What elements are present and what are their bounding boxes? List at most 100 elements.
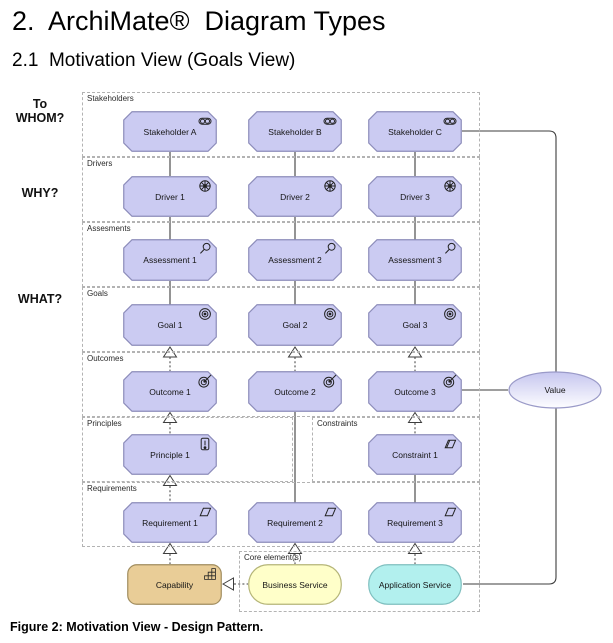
group-stakeholders: Stakeholders	[82, 92, 480, 157]
node-shape	[123, 304, 217, 346]
bullseye-icon	[323, 307, 337, 321]
subsection-heading: 2.1 Motivation View (Goals View)	[12, 50, 296, 71]
node-label: Value	[544, 385, 566, 395]
group-label: Core element(s)	[244, 553, 302, 562]
group-label: Drivers	[87, 159, 113, 168]
group-label: Constraints	[317, 419, 358, 428]
capability-blocks-icon	[203, 567, 217, 581]
group-label: Stakeholders	[87, 94, 134, 103]
target-arrow-icon	[198, 374, 212, 388]
node-shape	[368, 176, 462, 217]
node-label: Assessment 1	[143, 255, 197, 265]
bullseye-icon	[443, 307, 457, 321]
question-label-line: To	[32, 97, 48, 111]
node-label: Stakeholder A	[143, 126, 197, 137]
group-label: Principles	[87, 419, 122, 428]
node-driver-2: Driver 2	[248, 176, 342, 217]
target-arrow-icon	[443, 374, 457, 388]
node-shape	[508, 371, 602, 409]
node-requirement-3: Requirement 3	[368, 502, 462, 543]
question-label-why: WHY?	[21, 186, 59, 200]
node-label: Stakeholder C	[388, 126, 442, 137]
group-label: Goals	[87, 289, 108, 298]
node-shape	[368, 371, 462, 412]
node-assessment-3: Assessment 3	[368, 239, 462, 281]
question-label-line: WHOM?	[15, 111, 65, 126]
magnifier-icon	[323, 242, 337, 256]
magnifier-icon	[443, 242, 457, 256]
question-label-what: WHAT?	[17, 292, 63, 306]
node-shape	[368, 304, 462, 346]
node-shape	[368, 564, 462, 605]
node-label: Business Service	[262, 579, 328, 590]
node-shape	[248, 176, 342, 217]
node-label: Principle 1	[150, 449, 190, 460]
magnifier-icon	[198, 242, 212, 256]
role-icon	[198, 114, 212, 128]
node-requirement-1: Requirement 1	[123, 502, 217, 543]
node-goal-1: Goal 1	[123, 304, 217, 346]
node-goal-3: Goal 3	[368, 304, 462, 346]
group-label: Assesments	[87, 224, 131, 233]
node-principle-1: Principle 1	[123, 434, 217, 475]
group-requirements: Requirements	[82, 482, 480, 547]
node-shape	[248, 371, 342, 412]
group-core-elements: Core element(s)	[239, 551, 480, 612]
node-goal-2: Goal 2	[248, 304, 342, 346]
node-application-service: Application Service	[368, 564, 462, 605]
node-label: Assessment 2	[268, 255, 322, 265]
node-shape	[123, 434, 217, 475]
node-label: Outcome 1	[149, 386, 191, 397]
parallelogram-icon	[443, 505, 457, 519]
section-heading: 2. ArchiMate® Diagram Types	[12, 6, 386, 36]
node-shape	[123, 239, 217, 281]
node-label: Outcome 3	[394, 386, 436, 397]
node-label: Application Service	[378, 579, 452, 590]
node-shape	[368, 502, 462, 543]
node-shape	[248, 239, 342, 281]
group-outcomes: Outcomes	[82, 352, 480, 417]
node-outcome-2: Outcome 2	[248, 371, 342, 412]
node-shape	[123, 502, 217, 543]
constraint-parallelogram-icon	[443, 437, 457, 451]
node-shape	[368, 239, 462, 281]
role-icon	[323, 114, 337, 128]
node-capability: Capability	[127, 564, 222, 605]
exclamation-box-icon	[198, 437, 212, 451]
group-constraints: Constraints	[312, 417, 480, 482]
parallelogram-icon	[198, 505, 212, 519]
driver-wheel-icon	[198, 179, 212, 193]
target-arrow-icon	[323, 374, 337, 388]
question-label-to-whom: To WHOM?	[5, 97, 75, 126]
node-stakeholder-b: Stakeholder B	[248, 111, 342, 152]
node-shape	[248, 564, 342, 605]
node-shape	[248, 502, 342, 543]
node-constraint-1: Constraint 1	[368, 434, 462, 475]
node-label: Driver 3	[400, 191, 430, 202]
node-label: Constraint 1	[392, 449, 438, 460]
node-shape	[123, 111, 217, 152]
node-label: Assessment 3	[388, 255, 442, 265]
group-label: Requirements	[87, 484, 137, 493]
group-drivers: Drivers	[82, 157, 480, 222]
node-driver-3: Driver 3	[368, 176, 462, 217]
node-label: Driver 1	[155, 191, 185, 202]
node-assessment-2: Assessment 2	[248, 239, 342, 281]
node-shape	[123, 176, 217, 217]
node-stakeholder-a: Stakeholder A	[123, 111, 217, 152]
parallelogram-icon	[323, 505, 337, 519]
driver-wheel-icon	[443, 179, 457, 193]
group-goals: Goals	[82, 287, 480, 352]
node-shape	[368, 111, 462, 152]
node-business-service: Business Service	[248, 564, 342, 605]
node-label: Goal 2	[282, 320, 308, 330]
node-stakeholder-c: Stakeholder C	[368, 111, 462, 152]
node-label: Goal 3	[402, 320, 428, 330]
node-outcome-1: Outcome 1	[123, 371, 217, 412]
role-icon	[443, 114, 457, 128]
node-outcome-3: Outcome 3	[368, 371, 462, 412]
node-shape	[127, 564, 222, 605]
group-principles: Principles	[82, 417, 293, 482]
node-label: Capability	[155, 579, 194, 590]
